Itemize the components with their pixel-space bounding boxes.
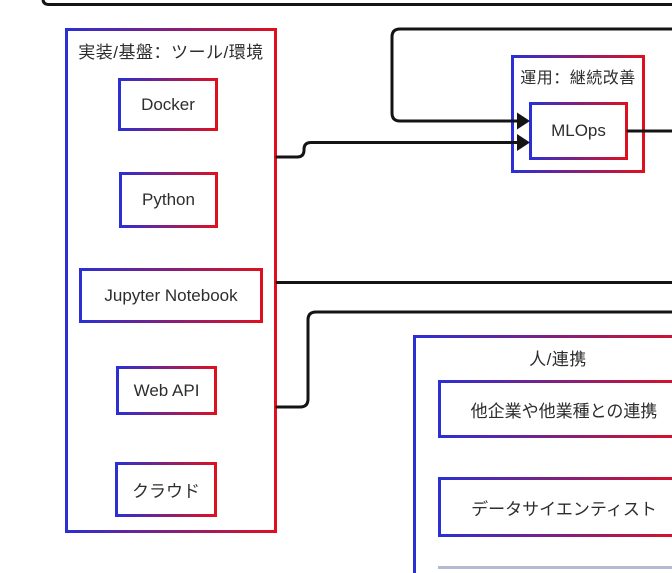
- group-people-title: 人/連携: [529, 350, 587, 369]
- node-cloud: クラウド: [115, 462, 217, 517]
- group-people: 人/連携: [413, 335, 672, 573]
- connector-top: [41, 0, 672, 6]
- node-data-scientist: データサイエンティスト: [438, 477, 672, 537]
- node-mlops: MLOps: [529, 102, 628, 160]
- group-operation-title: 運用：継続改善: [520, 70, 636, 87]
- node-cutoff: [438, 566, 672, 573]
- node-collaboration: 他企業や他業種との連携: [438, 380, 672, 438]
- node-jupyter-notebook: Jupyter Notebook: [79, 268, 263, 323]
- node-python: Python: [119, 172, 218, 228]
- connector-to-mlops-lower: [275, 141, 519, 159]
- node-docker: Docker: [118, 78, 218, 131]
- group-implementation-title: 実装/基盤：ツール/環境: [78, 43, 264, 62]
- node-web-api: Web API: [116, 366, 217, 415]
